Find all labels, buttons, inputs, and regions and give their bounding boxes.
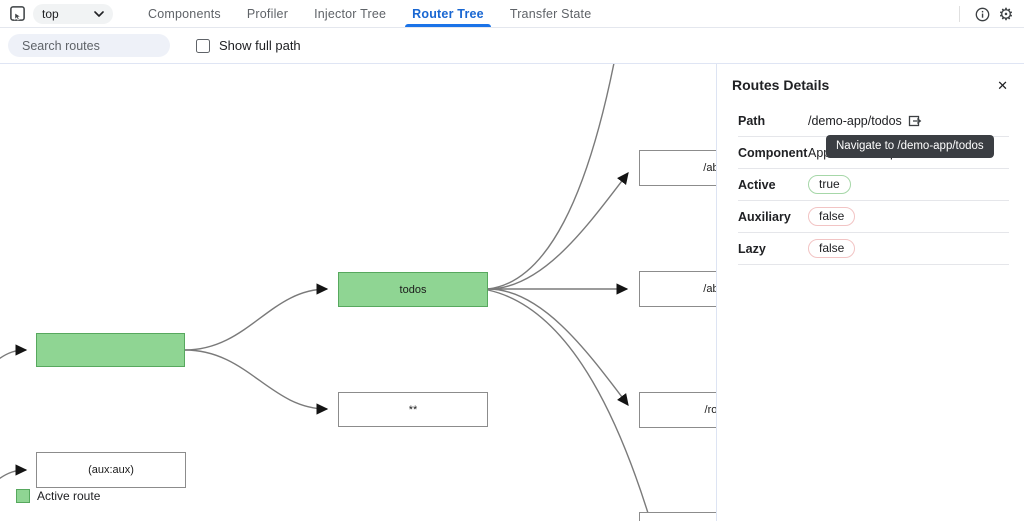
auxiliary-badge: false <box>808 207 856 226</box>
detail-row-auxiliary: Auxiliary false <box>738 201 1009 233</box>
navigate-tooltip: Navigate to /demo-app/todos <box>826 135 994 158</box>
active-tab-underline <box>405 24 491 27</box>
show-full-path-label: Show full path <box>219 38 301 53</box>
route-node-root-active[interactable] <box>36 333 185 367</box>
navigate-icon[interactable] <box>908 114 922 128</box>
frame-selector-value: top <box>42 6 59 21</box>
devtools-header: top Components Profiler Injector Tree Ro… <box>0 0 1024 28</box>
panel-title: Routes Details <box>732 77 830 93</box>
route-edges <box>0 64 652 521</box>
gear-icon[interactable]: ⚙ <box>998 4 1014 24</box>
chevron-down-icon <box>94 10 104 17</box>
tab-components[interactable]: Components <box>148 6 221 21</box>
active-route-swatch <box>16 489 30 503</box>
legend-label: Active route <box>37 489 101 503</box>
tab-router-tree[interactable]: Router Tree <box>399 0 497 27</box>
route-node-wildcard[interactable]: ** <box>338 392 488 427</box>
tab-transfer-state[interactable]: Transfer State <box>509 6 592 21</box>
path-value: /demo-app/todos <box>808 114 902 128</box>
route-detail-rows: Path /demo-app/todos Component AppTodosC… <box>717 105 1024 265</box>
frame-selector-dropdown[interactable]: top <box>33 3 113 24</box>
tab-profiler[interactable]: Profiler <box>246 6 289 21</box>
router-tree-canvas: todos ** (aux:aux) /abo /abo /rou Active… <box>0 64 1024 521</box>
route-node-aux[interactable]: (aux:aux) <box>36 452 186 488</box>
show-full-path-toggle[interactable]: Show full path <box>196 38 301 53</box>
show-full-path-checkbox[interactable] <box>196 38 210 53</box>
detail-row-path: Path /demo-app/todos <box>738 105 1009 137</box>
panel-header: Routes Details ✕ <box>717 64 1024 105</box>
route-node-todos[interactable]: todos <box>338 272 488 307</box>
info-icon[interactable] <box>970 2 994 26</box>
legend: Active route <box>16 489 100 503</box>
tab-injector-tree[interactable]: Injector Tree <box>314 6 387 21</box>
lazy-badge: false <box>808 239 856 258</box>
inspect-element-icon[interactable] <box>8 5 26 23</box>
detail-row-active: Active true <box>738 169 1009 201</box>
header-actions: ⚙ <box>959 0 1018 28</box>
header-divider <box>959 6 960 22</box>
active-badge: true <box>808 175 851 194</box>
detail-row-lazy: Lazy false <box>738 233 1009 265</box>
router-tree-toolbar: Show full path <box>0 28 1024 64</box>
close-icon[interactable]: ✕ <box>997 77 1008 93</box>
routes-details-panel: Routes Details ✕ Path /demo-app/todos <box>716 64 1024 521</box>
tab-bar: Components Profiler Injector Tree Router… <box>135 0 604 27</box>
search-input[interactable] <box>8 34 170 57</box>
